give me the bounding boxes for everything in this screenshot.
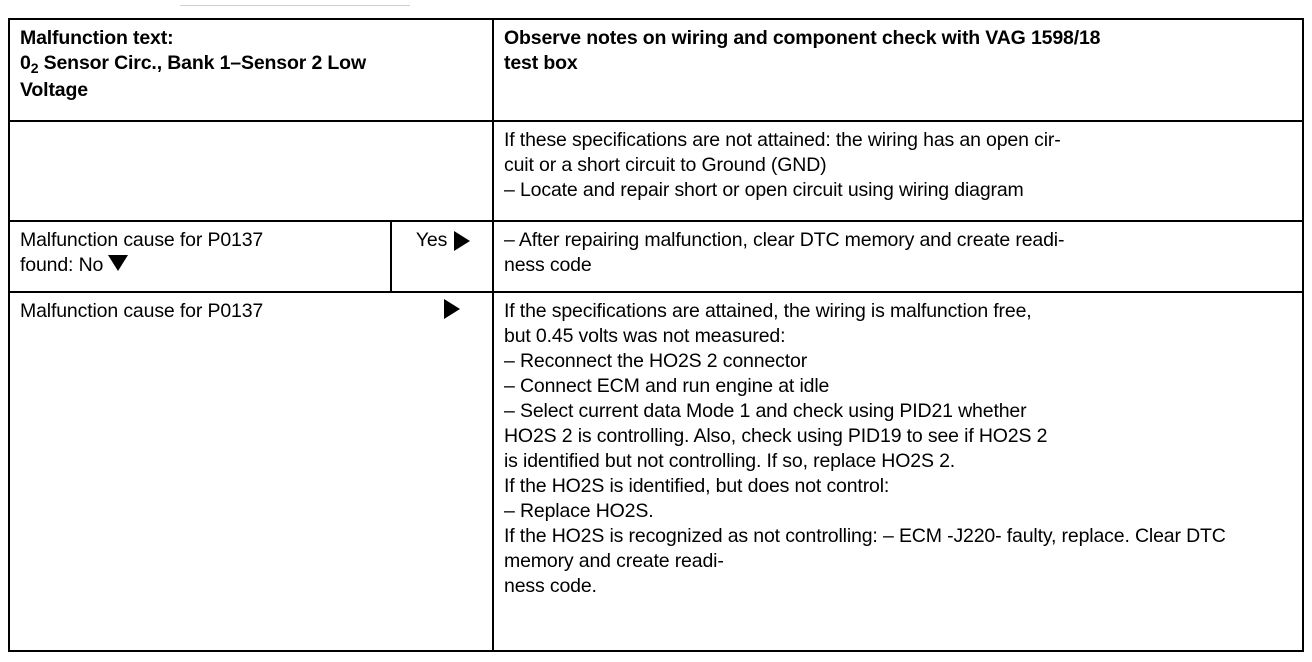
ecm-faulty-text: – ECM -J220- faulty, replace. Clear DTC … [504,525,1226,597]
cause-p0137-row: Malfunction cause for P0137 [20,299,484,324]
scan-artifact [180,5,410,6]
empty-left-cell [8,120,494,223]
table-row-cause-p0137: Malfunction cause for P0137 If the speci… [8,291,1304,652]
o2-prefix: 0 [20,51,31,74]
branch-yes-label: Yes [415,229,448,252]
arrow-down-icon [108,255,129,272]
specs-not-attained-cell: If these specifications are not attained… [492,120,1304,223]
o2-subscript: 2 [30,59,39,76]
malfunction-text-line1: Malfunction text: [20,27,174,49]
diagnostic-table: Malfunction text: 02 Sensor Circ., Bank … [8,17,1304,652]
malfunction-text-cell: Malfunction text: 02 Sensor Circ., Bank … [8,17,494,123]
ho2s-procedure-cell: If the specifications are attained, the … [492,291,1304,652]
branch-yes-cell[interactable]: Yes [390,220,494,294]
cause-found-no-cell: Malfunction cause for P0137 found: No [8,220,392,294]
after-repair-text: – After repairing malfunction, clear DTC… [504,229,1065,277]
cause-p0137-label: Malfunction cause for P0137 [20,300,264,323]
arrow-right-icon [454,230,471,251]
after-repair-cell: – After repairing malfunction, clear DTC… [492,220,1304,294]
malfunction-text-line2: 02 Sensor Circ., Bank 1–Sensor 2 Low [20,51,484,78]
malfunction-text-line2-rest: Sensor Circ., Bank 1–Sensor 2 Low [38,51,366,74]
cause-found-no-label: Malfunction cause for P0137 found: No [20,229,264,277]
table-row-malfunction-text: Malfunction text: 02 Sensor Circ., Bank … [8,17,1304,123]
ho2s-procedure-text: If the specifications are attained, the … [504,300,1048,548]
observe-notes-cell: Observe notes on wiring and component ch… [492,17,1304,123]
table-row-specs-not-attained: If these specifications are not attained… [8,120,1304,223]
arrow-right-icon [444,299,460,320]
table-row-cause-found-no: Malfunction cause for P0137 found: No Ye… [8,220,1304,294]
branch-yes-inner: Yes [415,228,471,253]
cause-p0137-cell: Malfunction cause for P0137 [8,291,494,652]
malfunction-text-line3: Voltage [20,78,88,101]
specs-not-attained-text: If these specifications are not attained… [504,129,1061,202]
observe-notes-text: Observe notes on wiring and component ch… [504,27,1101,74]
